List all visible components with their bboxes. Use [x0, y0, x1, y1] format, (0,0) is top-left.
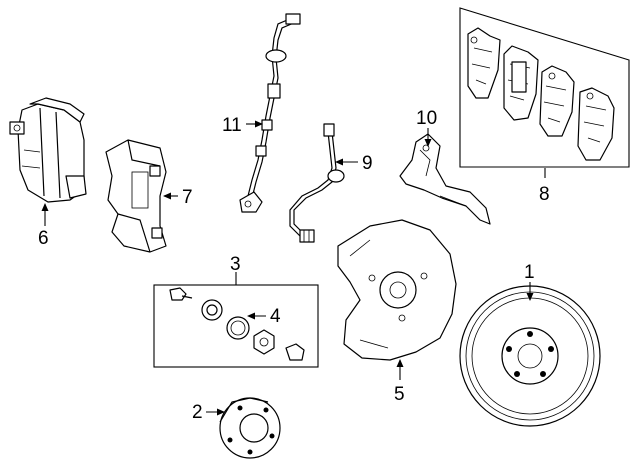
brake-rotor[interactable]: [459, 285, 601, 427]
callout-2: 2: [192, 402, 203, 423]
callout-4: 4: [270, 306, 281, 327]
brake-hose[interactable]: [289, 123, 345, 243]
caliper-bracket[interactable]: [105, 139, 167, 253]
brake-caliper[interactable]: [9, 97, 87, 203]
dust-shield[interactable]: [337, 219, 457, 361]
brake-pad-4: [577, 87, 615, 161]
callout-11: 11: [222, 115, 242, 136]
wheel-hub[interactable]: [219, 397, 281, 459]
brake-pad-2: [503, 45, 539, 121]
callout-1: 1: [524, 262, 535, 283]
abs-sensor[interactable]: [239, 13, 301, 213]
callout-6: 6: [38, 228, 49, 249]
callout-5: 5: [394, 384, 405, 405]
hub-kit-parts: [169, 287, 305, 361]
brake-pads-box: [459, 7, 630, 168]
brake-pad-1: [467, 27, 501, 99]
callout-9: 9: [362, 153, 373, 174]
callout-7: 7: [182, 187, 193, 208]
hose-bracket[interactable]: [399, 133, 491, 225]
callout-3: 3: [230, 254, 241, 275]
callout-10: 10: [416, 108, 437, 129]
brake-pad-3: [539, 65, 575, 137]
callout-8: 8: [539, 184, 550, 205]
brake-pads-kit[interactable]: [459, 7, 630, 168]
